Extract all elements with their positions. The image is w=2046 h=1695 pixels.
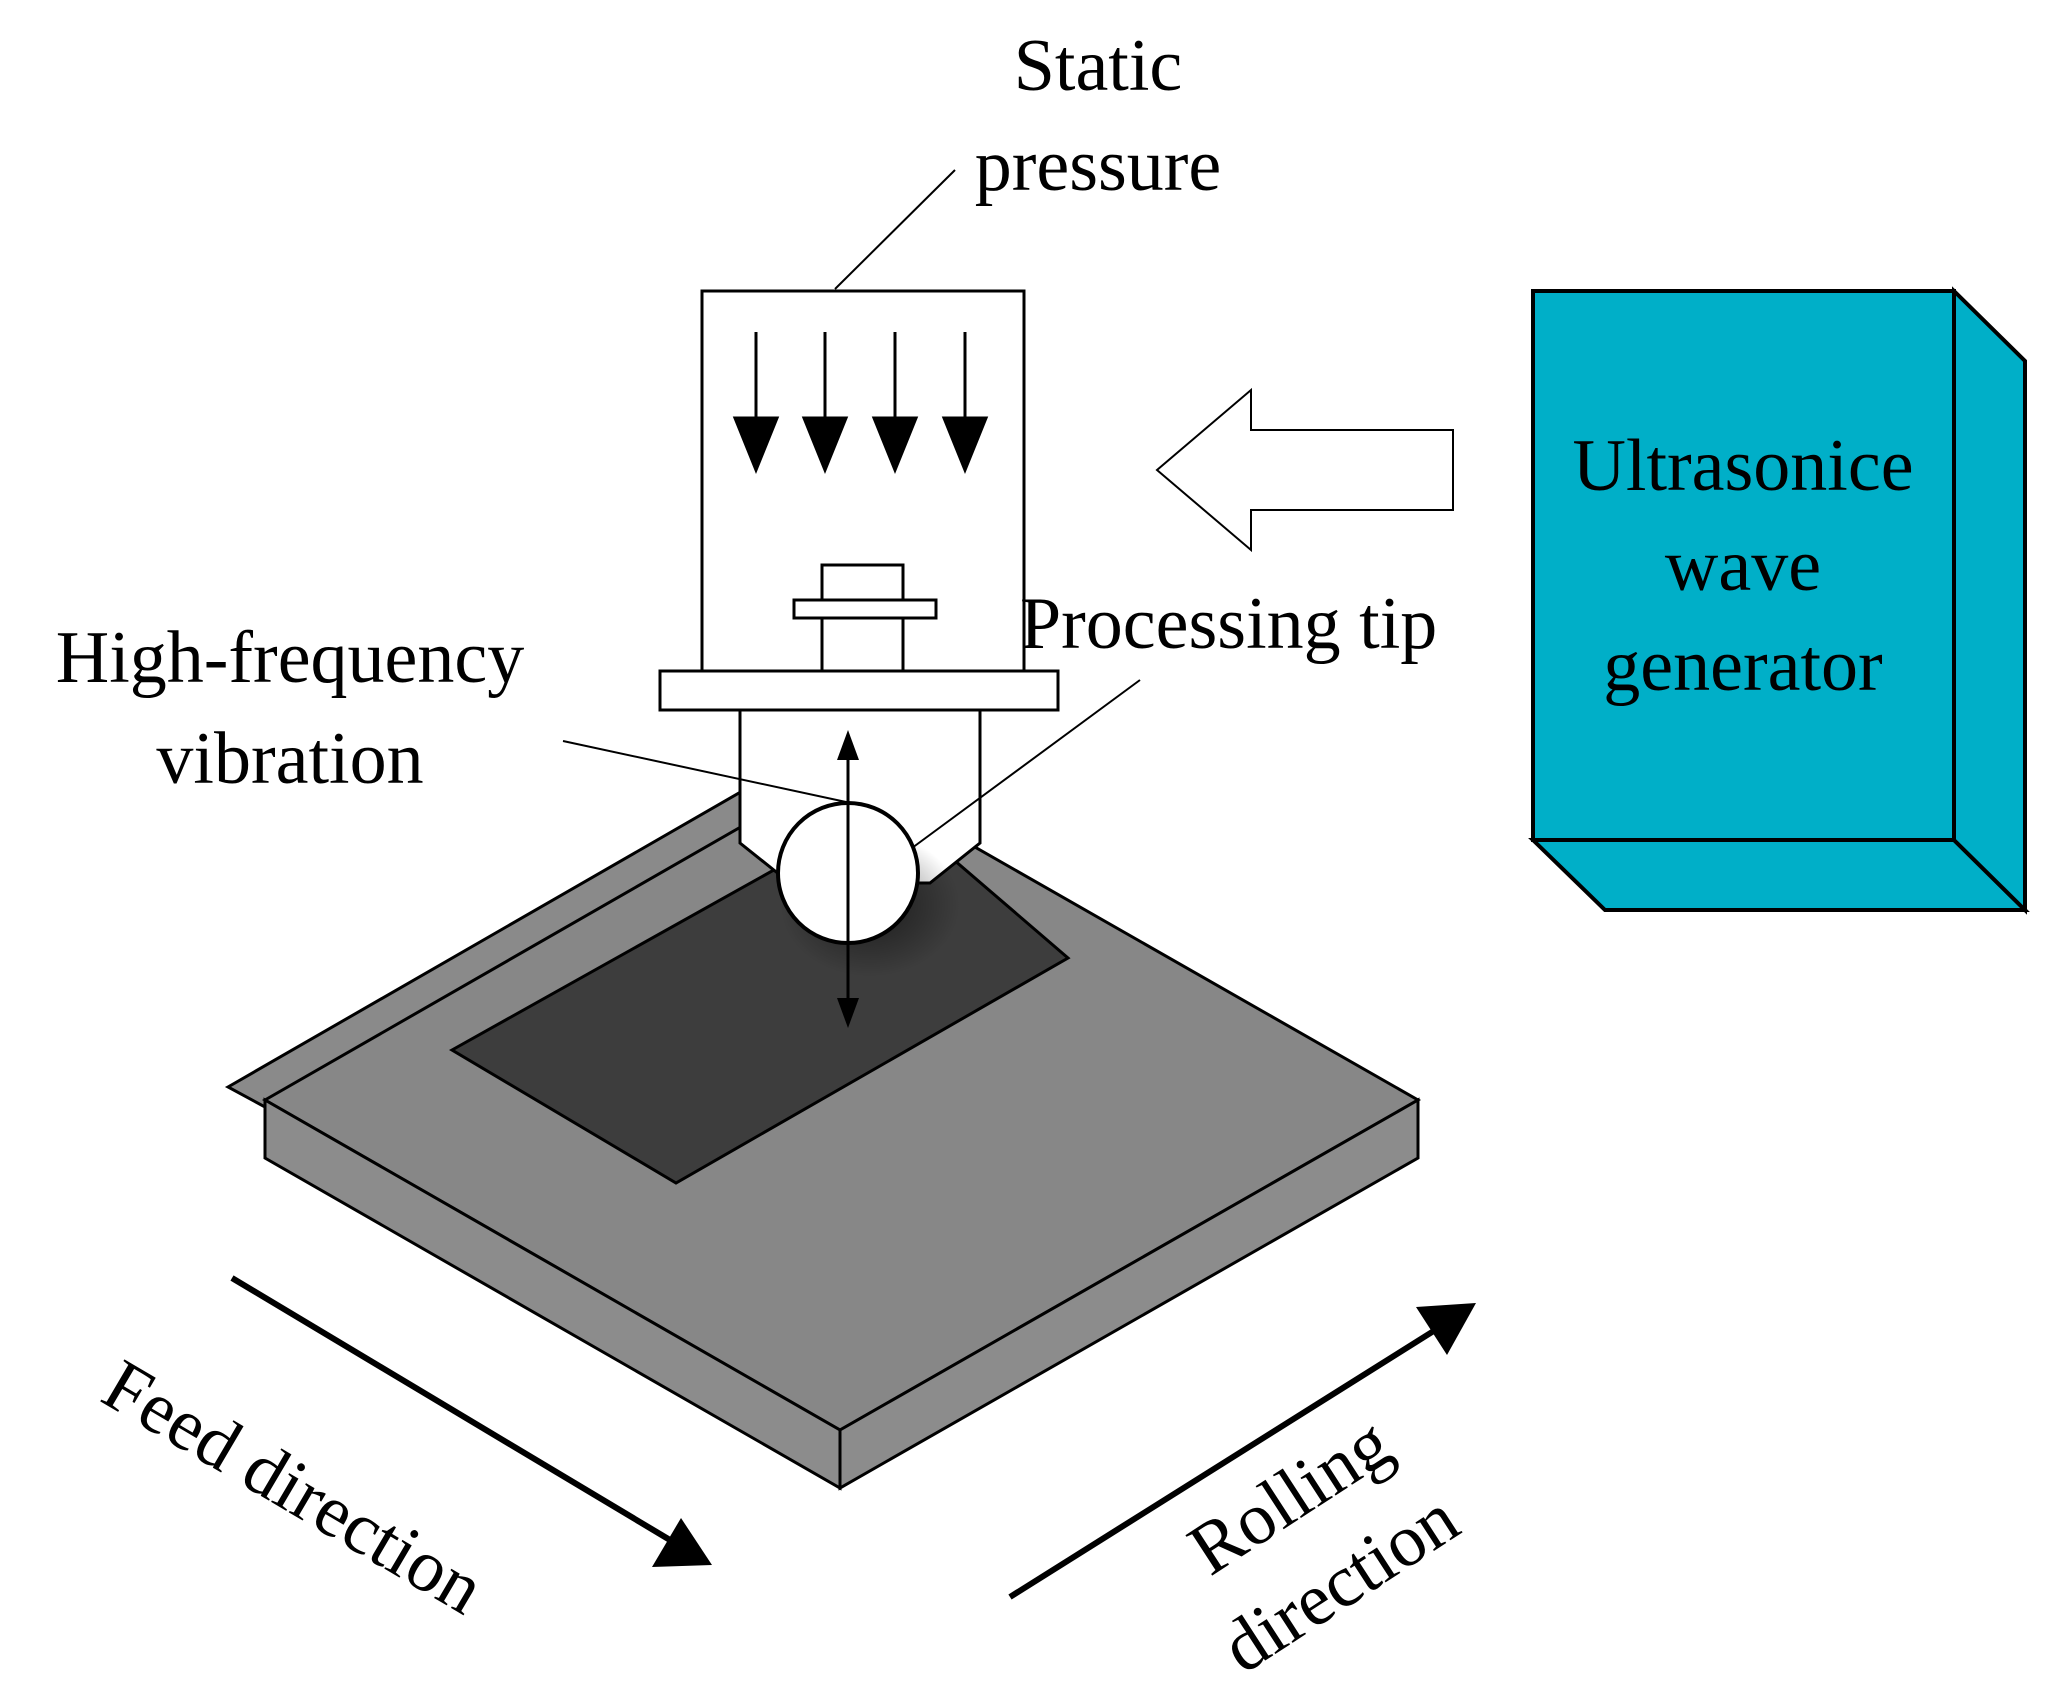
transducer-flange [792,598,938,620]
generator-bottom-face [1528,838,2030,912]
vibration-leader [562,740,861,806]
feed-direction-label: Feed direction [89,1344,497,1631]
ultrasonic-generator: Ultrasonice wave generator [1528,286,2030,915]
static-pressure-label-line2: pressure [975,125,1222,207]
static-pressure-label-line1: Static [1014,25,1183,107]
static-pressure-leader [834,169,956,290]
hf-vibration-label-line2: vibration [156,718,423,800]
energy-transfer-arrow [1155,387,1454,553]
generator-front-face [1531,289,1956,842]
generator-label-line1: Ultrasonice [1572,425,1913,507]
vibration-double-arrow [837,730,859,1028]
generator-label-line2: wave [1665,525,1821,607]
hf-vibration-label-line1: High-frequency [56,617,524,699]
feed-direction-arrow [230,1275,712,1567]
rolling-tool-head [658,289,1060,1028]
processing-tip-leader [911,679,1141,849]
tool-flange [658,669,1060,712]
transducer-top [820,563,905,602]
static-pressure-arrows [732,332,989,475]
generator-side-face [1952,286,2027,915]
plate-front-right-face [838,1097,1420,1491]
rolling-direction-arrow [1008,1303,1476,1600]
processing-tip-label: Processing tip [1020,583,1437,665]
generator-label-line3: generator [1603,625,1882,707]
